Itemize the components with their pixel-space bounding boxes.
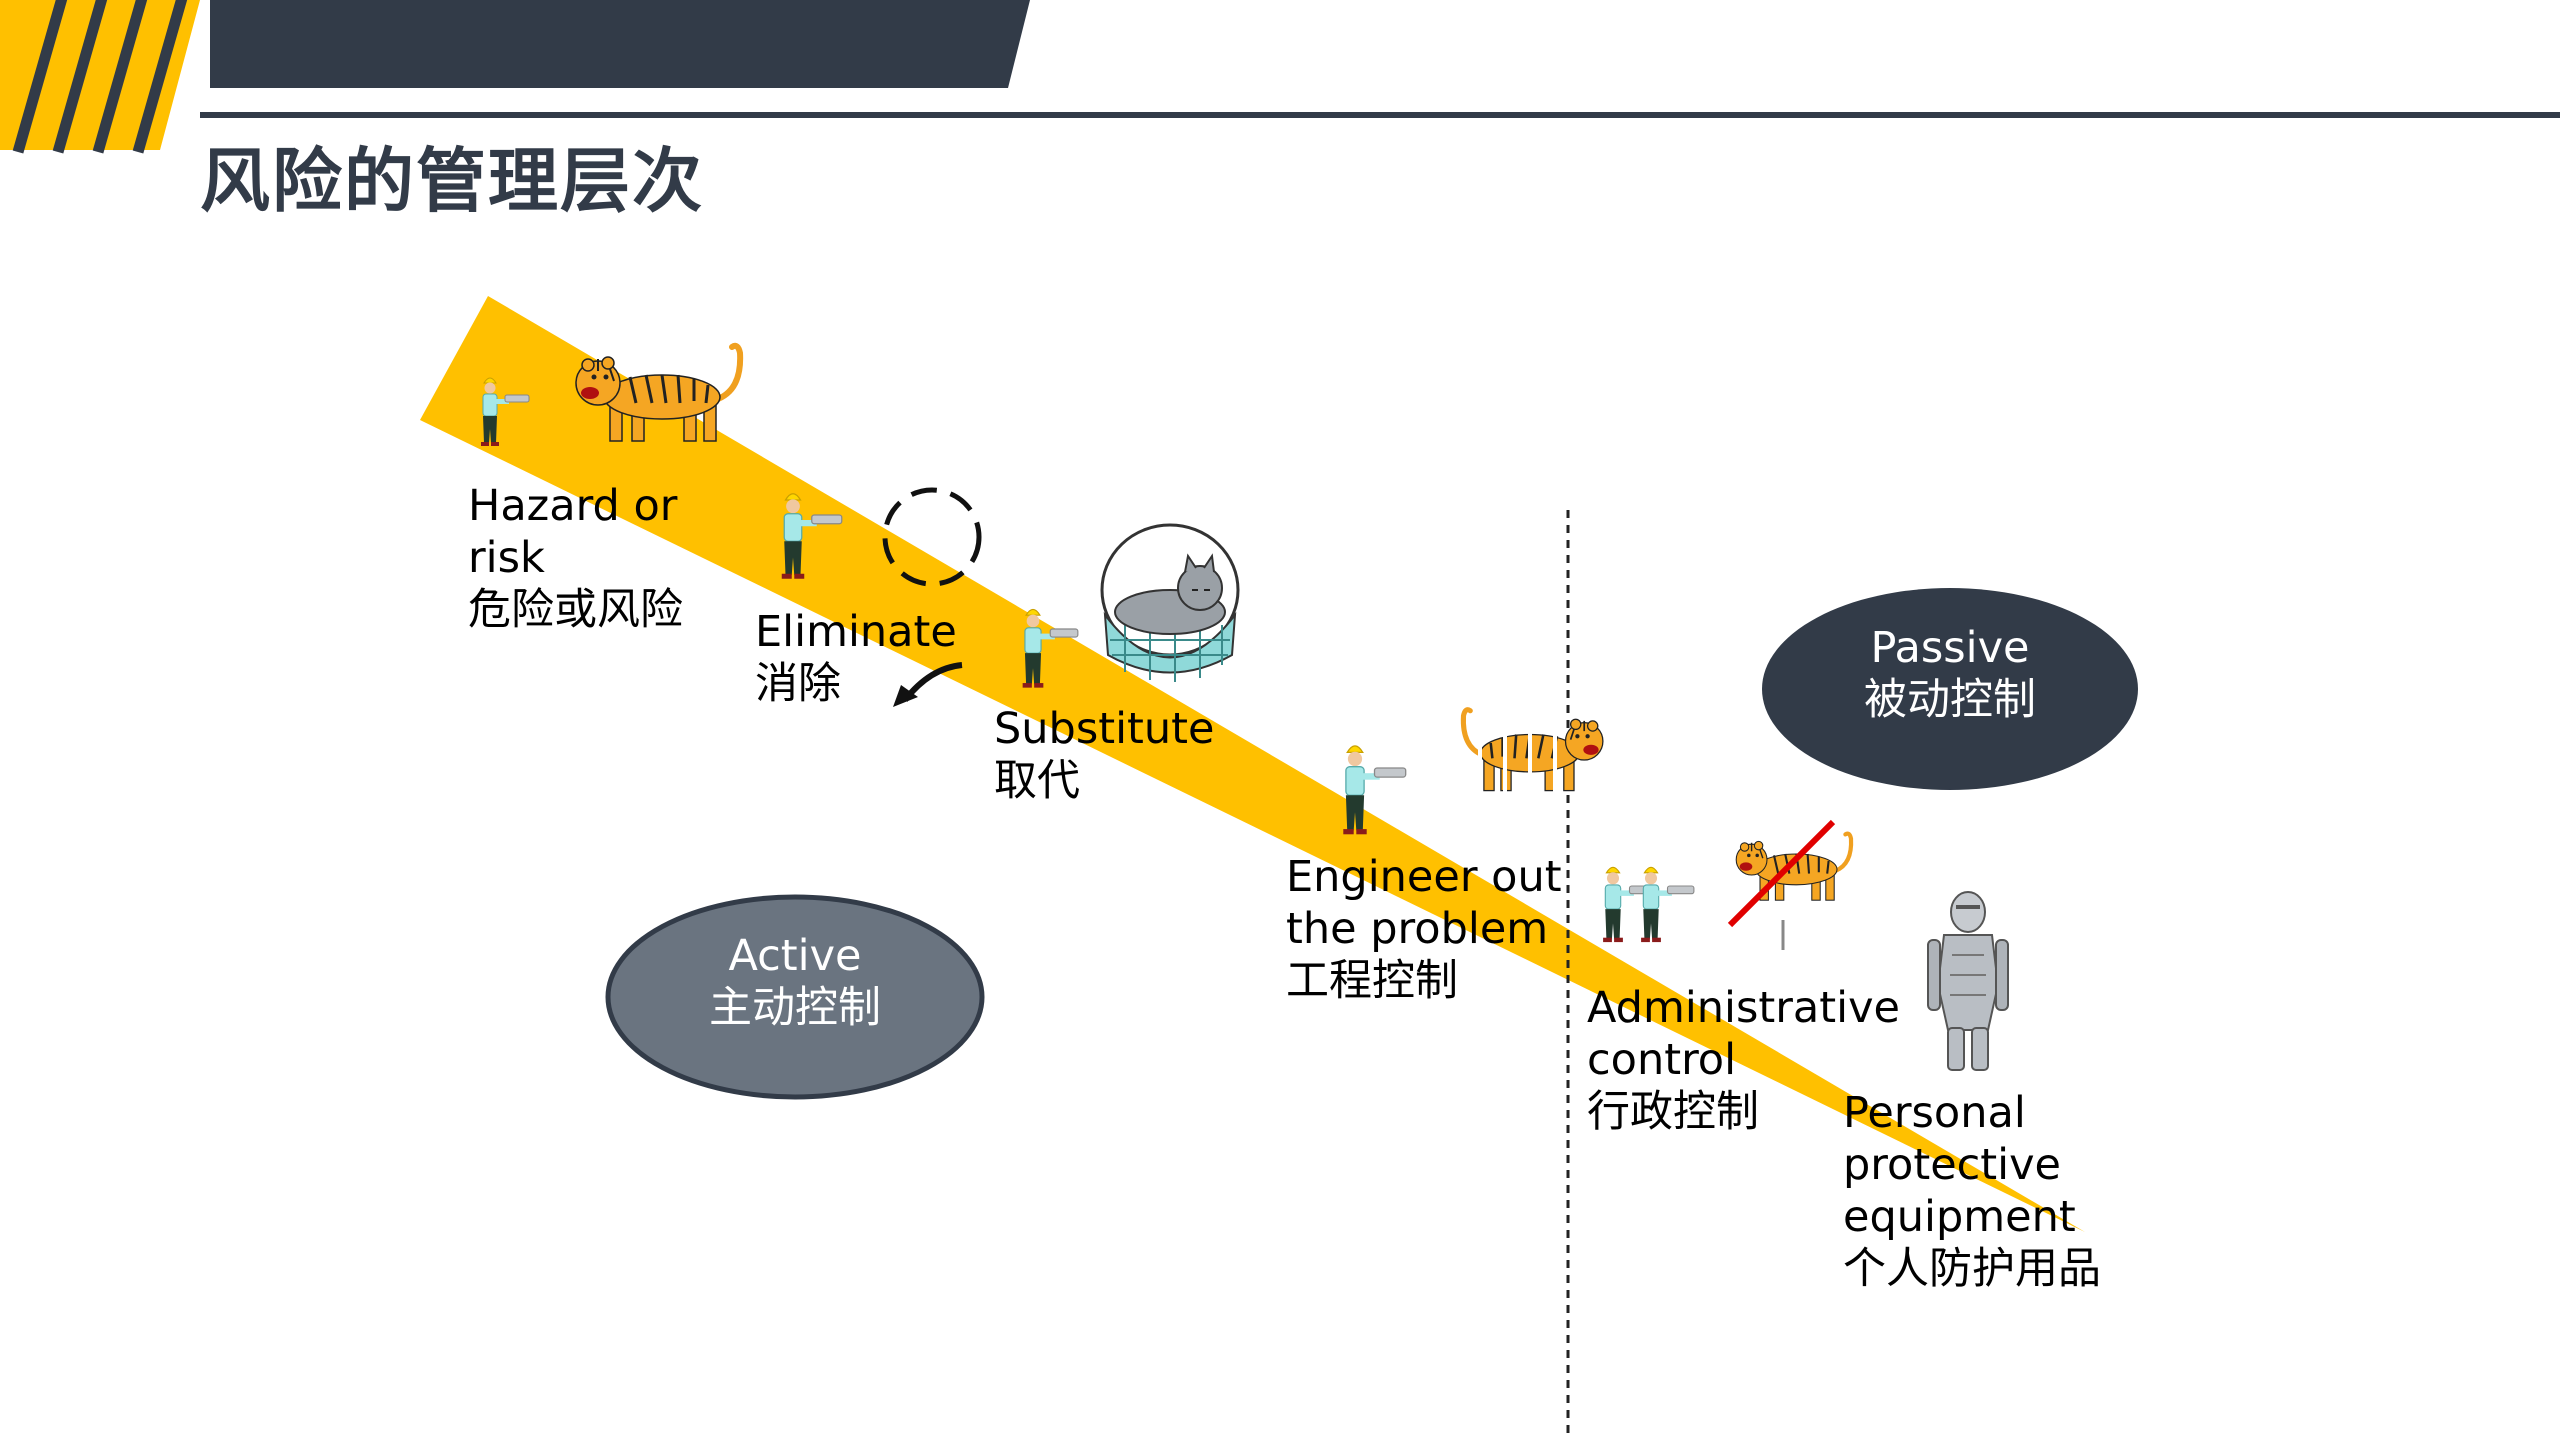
caged-tiger-icon [1453,690,1603,820]
armor-suit-icon [1927,891,2009,1071]
cat-in-basket-icon [1100,523,1240,682]
empty-circle-icon [882,487,982,587]
passive-pill [1762,588,2138,790]
return-arrow-head-icon [893,685,918,707]
stripe-pattern [12,0,188,154]
active-pill-label: Active 主动控制 [709,931,881,1033]
step-engineer-label: Engineer out the problem 工程控制 [1286,852,1562,1006]
header-band [0,0,2560,154]
step-substitute-label: Substitute 取代 [994,704,1215,806]
crossed-tiger-icon [1727,819,1851,950]
step-hazard-label: Hazard or risk 危险或风险 [468,481,683,635]
step-ppe-label: Personal protective equipment 个人防护用品 [1843,1088,2101,1294]
active-pill [605,894,985,1100]
worker-icon [1640,866,1695,943]
step-eliminate-label: Eliminate 消除 [755,607,957,709]
hierarchy-wedge [420,296,2085,1232]
page-title: 风险的管理层次 [200,140,704,222]
passive-pill-label: Passive 被动控制 [1864,623,2036,725]
step-administrative-label: Administrative control 行政控制 [1587,983,1900,1137]
header-bar [210,0,1030,88]
